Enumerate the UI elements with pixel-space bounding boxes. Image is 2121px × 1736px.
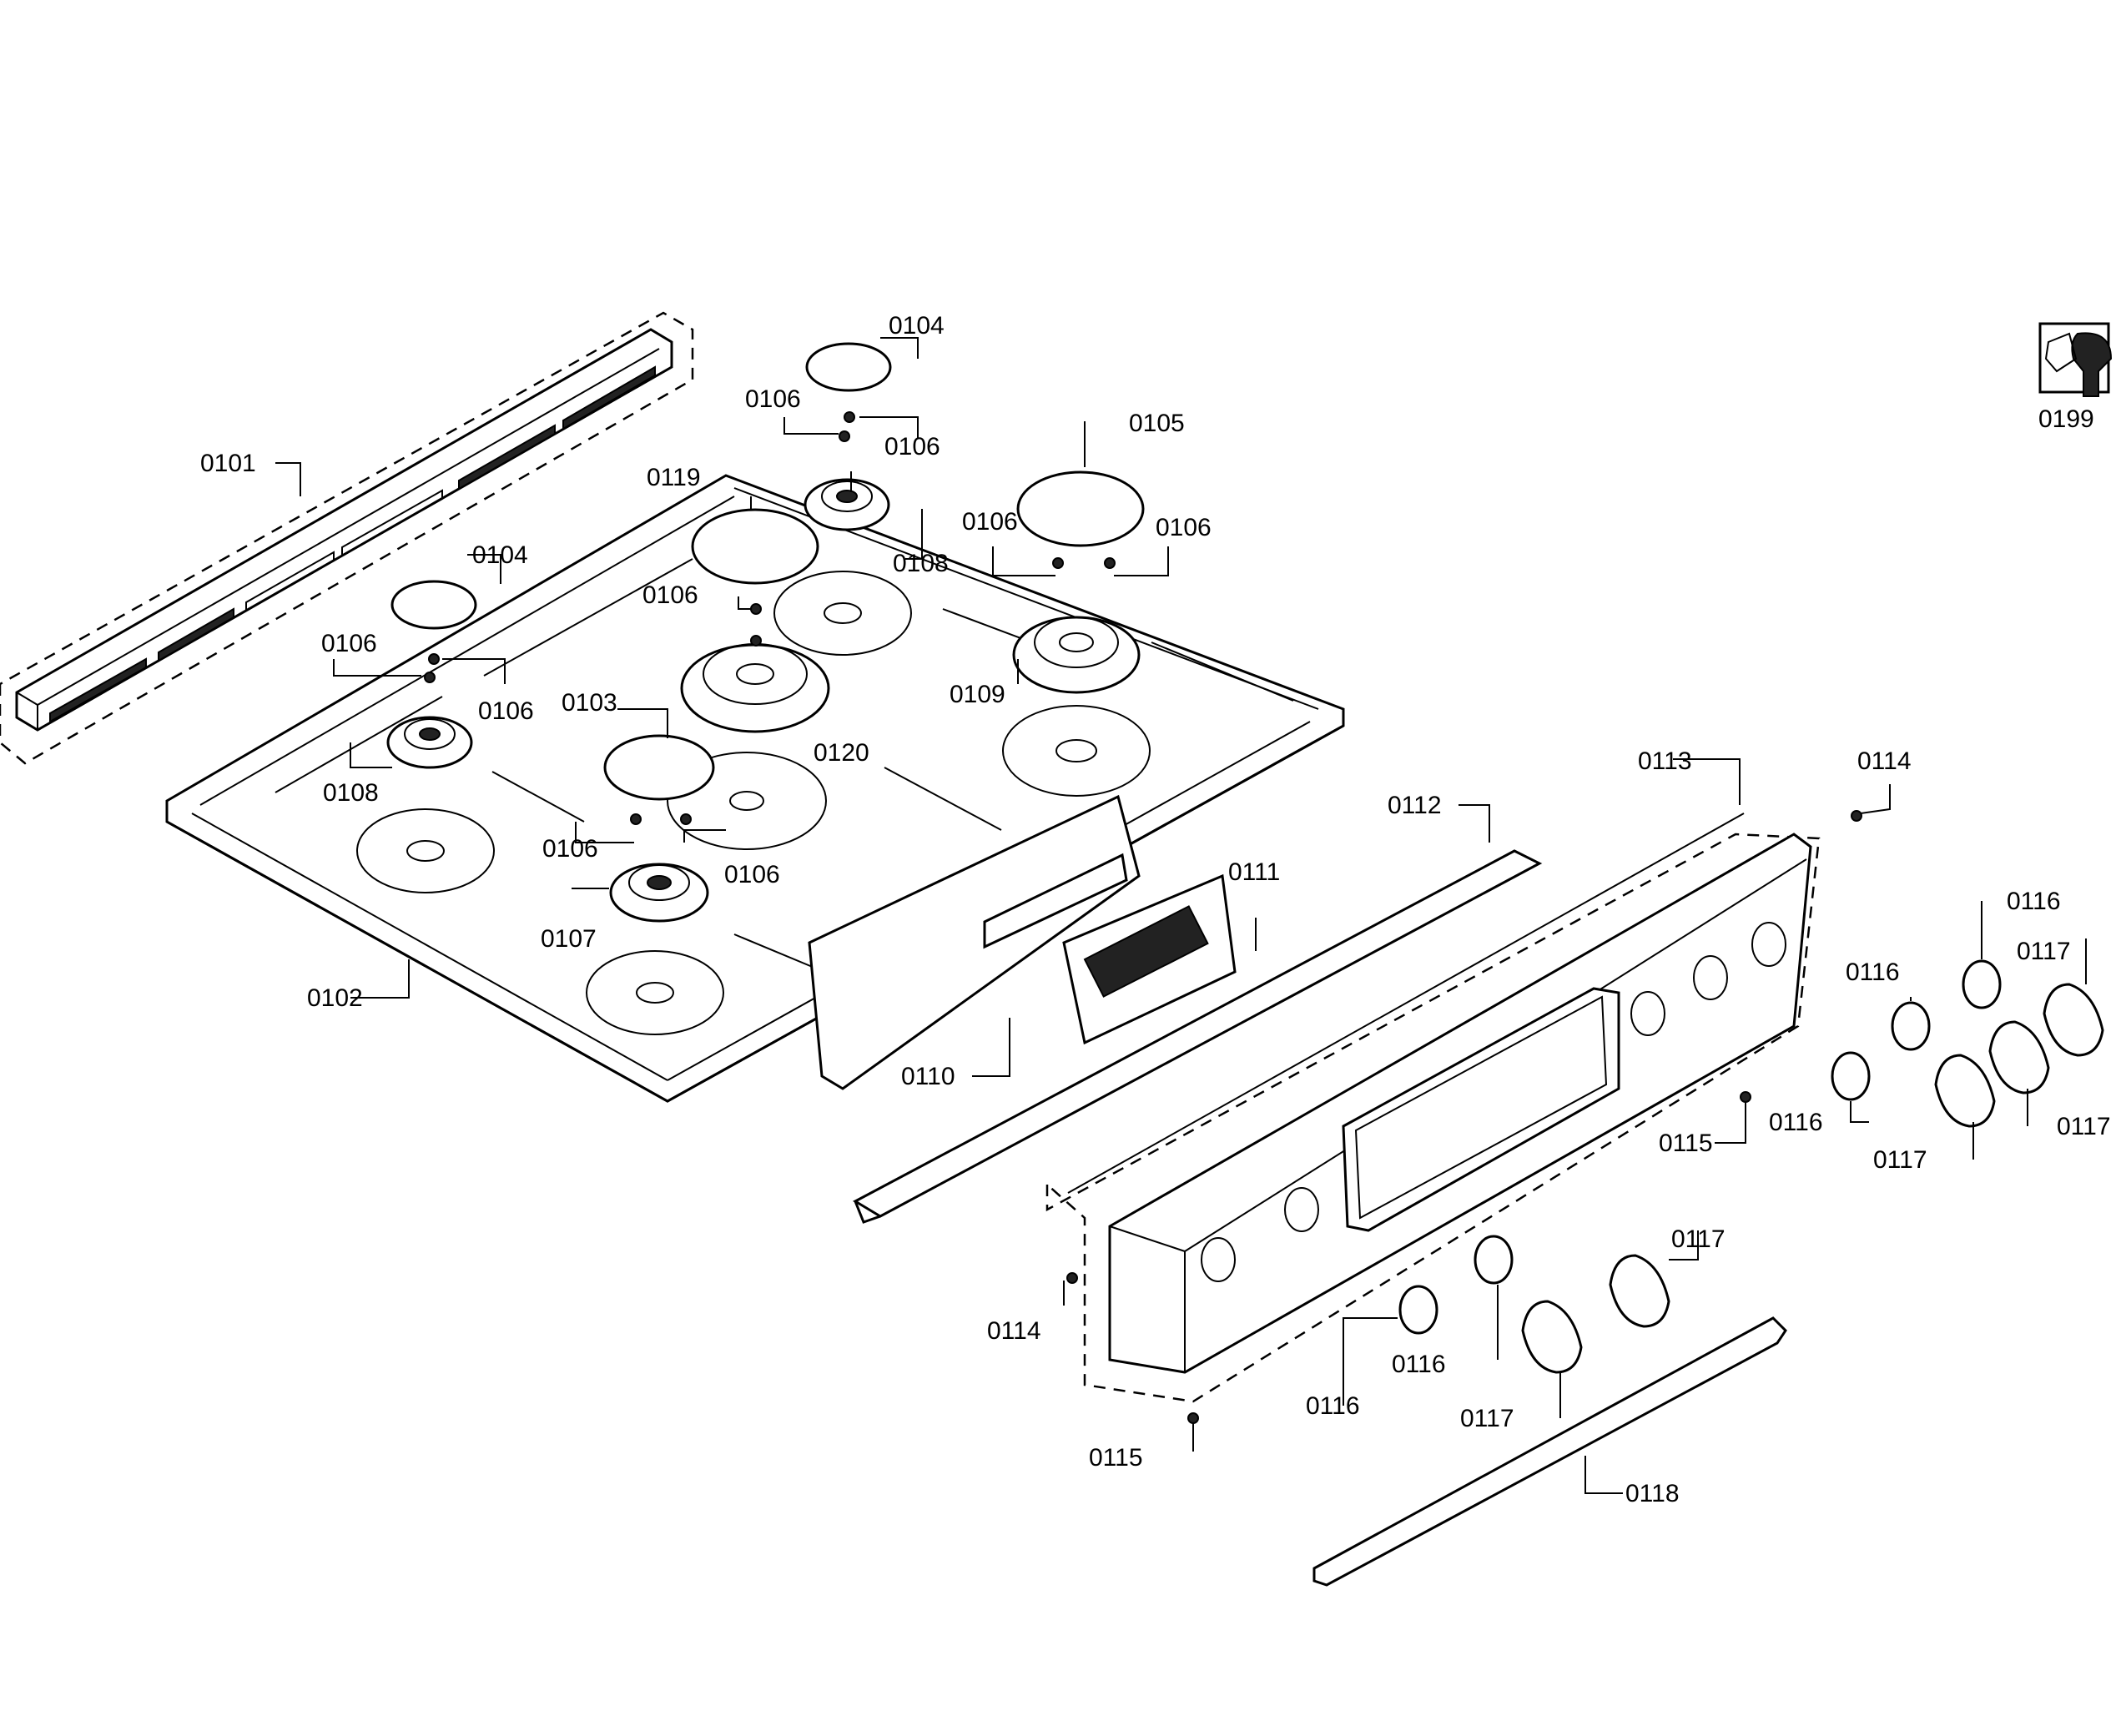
callout-0112: 0112 xyxy=(1388,792,1442,819)
callout-0102: 0102 xyxy=(307,984,363,1012)
callout-0117: 0117 xyxy=(2057,1113,2111,1140)
burner-heads xyxy=(386,478,1141,923)
burner-openings xyxy=(356,571,1151,1035)
callout-0106: 0106 xyxy=(542,835,598,863)
callout-0117: 0117 xyxy=(1460,1405,1514,1432)
callout-0103: 0103 xyxy=(562,689,617,717)
callout-0106: 0106 xyxy=(478,697,534,725)
callout-0118: 0118 xyxy=(1625,1480,1680,1507)
wrench-icon xyxy=(2038,322,2113,397)
callout-0116: 0116 xyxy=(2007,888,2061,915)
callout-0115: 0115 xyxy=(1659,1130,1713,1157)
rear-vent-trim xyxy=(0,311,694,765)
callout-0105: 0105 xyxy=(1129,410,1185,437)
callout-0120: 0120 xyxy=(814,739,869,767)
callout-0199: 0199 xyxy=(2038,405,2094,433)
fasteners xyxy=(1066,810,1862,1424)
callout-0109: 0109 xyxy=(950,681,1005,708)
callout-0104: 0104 xyxy=(889,312,945,340)
leader-lines xyxy=(275,337,2087,1494)
callout-0106: 0106 xyxy=(745,385,801,413)
callout-0106: 0106 xyxy=(884,433,940,460)
panel-knob-holes xyxy=(1201,922,1786,1282)
callout-0106: 0106 xyxy=(962,508,1018,536)
callout-0113: 0113 xyxy=(1638,747,1692,775)
screws xyxy=(424,411,1116,825)
vent-slots xyxy=(49,365,656,723)
callout-0106: 0106 xyxy=(642,581,698,609)
callout-0104: 0104 xyxy=(472,541,528,569)
callout-0116: 0116 xyxy=(1392,1351,1446,1378)
callout-0117: 0117 xyxy=(1671,1225,1726,1253)
callout-0108: 0108 xyxy=(893,550,949,577)
callout-0111: 0111 xyxy=(1228,858,1280,886)
callout-0110: 0110 xyxy=(901,1063,955,1090)
callout-0116: 0116 xyxy=(1306,1392,1360,1420)
callout-0108: 0108 xyxy=(323,779,379,807)
callout-0101: 0101 xyxy=(200,450,256,477)
callout-labels: 0101 0102 0103 0104 0104 0105 0106 0106 … xyxy=(200,312,2111,1507)
knob-bezels xyxy=(1398,959,2002,1335)
callout-0106: 0106 xyxy=(724,861,780,888)
callout-0119: 0119 xyxy=(647,464,701,491)
callout-0106: 0106 xyxy=(1156,514,1212,541)
control-knobs xyxy=(1521,983,2104,1374)
control-bracket xyxy=(808,794,1237,1090)
callout-0114: 0114 xyxy=(987,1317,1041,1345)
control-panel xyxy=(1045,813,1821,1403)
callout-0107: 0107 xyxy=(541,925,597,953)
control-rail xyxy=(852,849,1543,1224)
callout-0115: 0115 xyxy=(1089,1444,1143,1472)
callout-0116: 0116 xyxy=(1769,1109,1823,1136)
burner-caps xyxy=(390,342,1145,801)
callout-0117: 0117 xyxy=(1873,1146,1927,1174)
callout-0116: 0116 xyxy=(1846,959,1900,986)
callout-0117: 0117 xyxy=(2017,938,2071,965)
callout-0106: 0106 xyxy=(321,630,377,657)
lower-strip xyxy=(1312,1316,1787,1587)
callout-0114: 0114 xyxy=(1857,747,1912,775)
